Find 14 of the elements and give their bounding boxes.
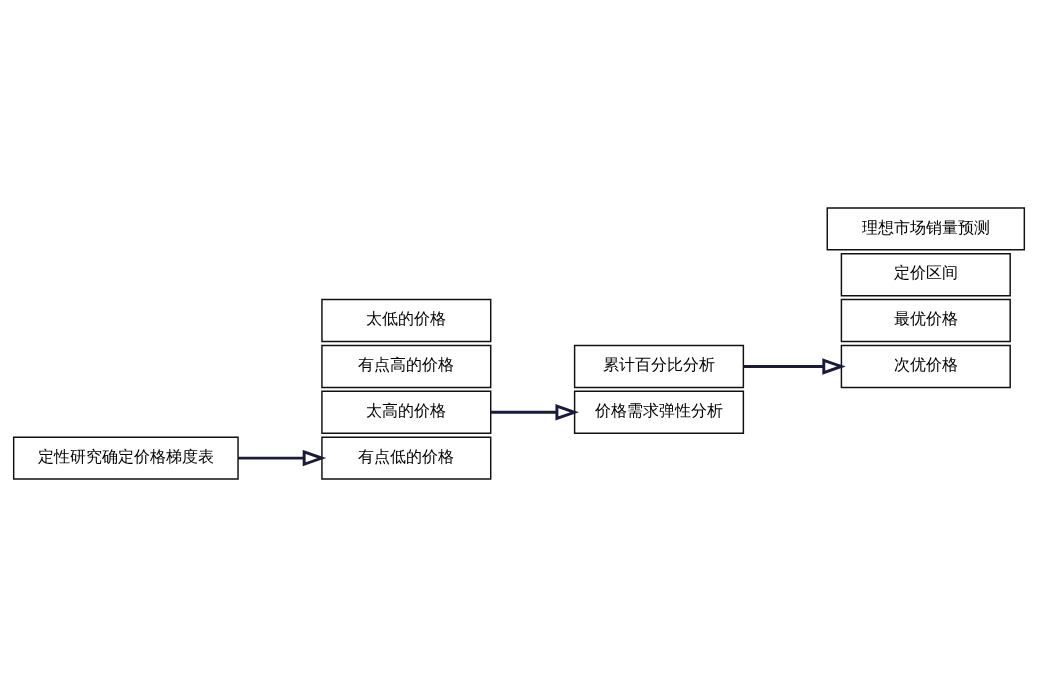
- node-box: 太高的价格: [321, 390, 492, 434]
- arrow: [490, 403, 579, 420]
- node-box: 有点低的价格: [321, 435, 492, 480]
- node-box: 最优价格: [840, 298, 1011, 342]
- arrow: [238, 449, 327, 466]
- arrow: [743, 357, 846, 375]
- node-box: 定价区间: [840, 252, 1011, 296]
- node-box: 有点高的价格: [321, 344, 492, 388]
- node-box: 理想市场销量预测: [826, 206, 1026, 251]
- node-box: 太低的价格: [321, 298, 492, 342]
- node-box: 价格需求弹性分析: [573, 390, 745, 434]
- node-box: 定性研究确定价格梯度表: [12, 435, 239, 480]
- node-box: 次优价格: [840, 344, 1011, 388]
- node-box: 累计百分比分析: [573, 344, 745, 388]
